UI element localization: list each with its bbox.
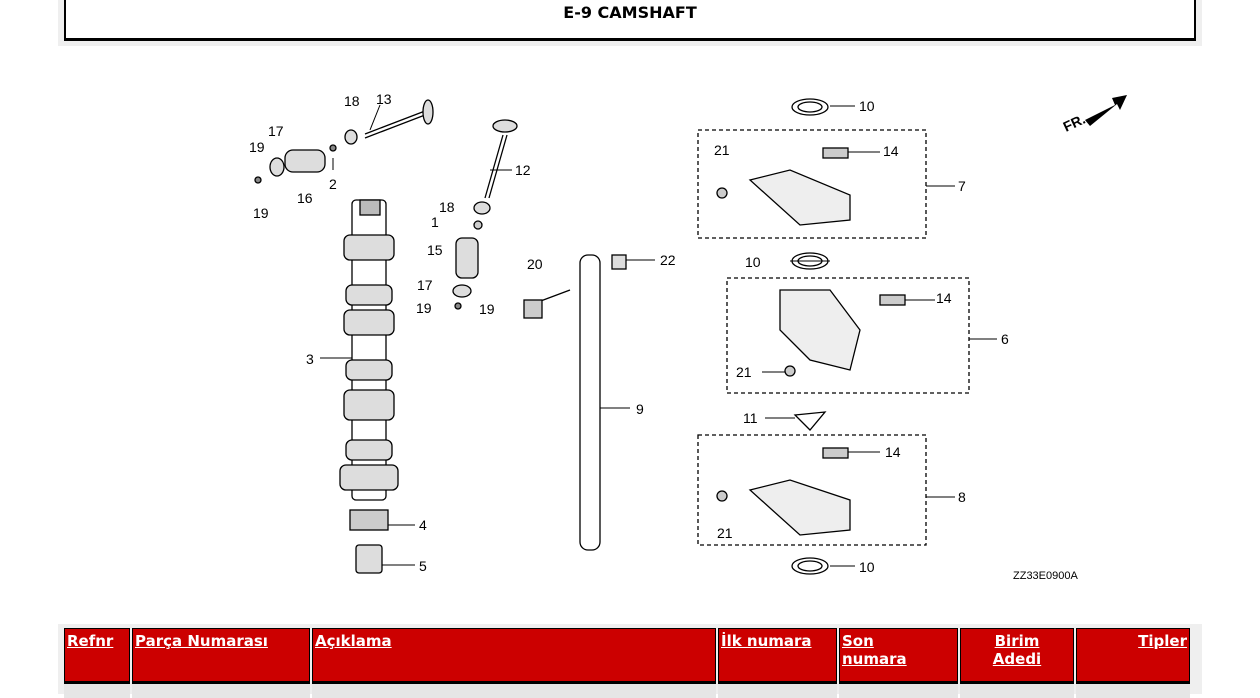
callout: 14 — [936, 290, 952, 306]
callouts: 18 13 17 19 16 2 19 12 18 1 15 17 19 19 … — [249, 91, 1009, 575]
sort-refnr[interactable]: Refnr — [67, 632, 114, 650]
table-row — [64, 684, 1190, 698]
callout: 19 — [416, 300, 432, 316]
callout: 5 — [419, 558, 427, 574]
sort-last-number[interactable]: Son numara — [842, 632, 907, 668]
sort-types[interactable]: Tipler — [1138, 632, 1187, 650]
part-4 — [349, 509, 389, 531]
callout: 10 — [859, 98, 875, 114]
callout: 10 — [745, 254, 761, 270]
callout: 11 — [743, 410, 758, 426]
page-title: E-9 CAMSHAFT — [563, 3, 697, 22]
callout: 21 — [714, 142, 730, 158]
callout: 14 — [885, 444, 901, 460]
sort-first-number[interactable]: İlk numara — [721, 632, 812, 650]
callout: 1 — [431, 214, 439, 230]
camshaft-part — [339, 199, 399, 501]
callout: 19 — [479, 301, 495, 317]
part-5 — [355, 544, 383, 574]
callout: 10 — [859, 559, 875, 575]
callout: 6 — [1001, 331, 1009, 347]
callout: 9 — [636, 401, 644, 417]
callout: 18 — [344, 93, 360, 109]
front-arrow-icon — [1085, 95, 1127, 126]
callout: 17 — [417, 277, 433, 293]
callout: 18 — [439, 199, 455, 215]
callout: 2 — [329, 176, 337, 192]
callout: 16 — [297, 190, 313, 206]
parts-diagram: FR. ZZ33E0900A 18 13 17 19 16 2 19 12 18… — [249, 91, 1127, 582]
callout: 3 — [306, 351, 314, 367]
sort-description[interactable]: Açıklama — [315, 632, 392, 650]
table-header-row: Refnr Parça Numarası Açıklama İlk numara… — [64, 628, 1190, 684]
callout: 12 — [515, 162, 531, 178]
callout: 15 — [427, 242, 443, 258]
callout: 7 — [958, 178, 966, 194]
callout: 8 — [958, 489, 966, 505]
callout: 14 — [883, 143, 899, 159]
title-bar: E-9 CAMSHAFT — [58, 0, 1202, 46]
callout: 17 — [268, 123, 284, 139]
callout: 19 — [249, 139, 265, 155]
callout: 21 — [736, 364, 752, 380]
callout: 13 — [376, 91, 392, 107]
sort-unit-qty[interactable]: Birim Adedi — [992, 632, 1042, 668]
callout: 21 — [717, 525, 733, 541]
callout: 19 — [253, 205, 269, 221]
callout: 22 — [660, 252, 676, 268]
sort-part-number[interactable]: Parça Numarası — [135, 632, 268, 650]
diagram-code: ZZ33E0900A — [1013, 570, 1078, 582]
parts-table: Refnr Parça Numarası Açıklama İlk numara… — [58, 624, 1202, 698]
callout: 4 — [419, 517, 427, 533]
callout: 20 — [527, 256, 543, 272]
front-label: FR. — [1061, 111, 1088, 135]
